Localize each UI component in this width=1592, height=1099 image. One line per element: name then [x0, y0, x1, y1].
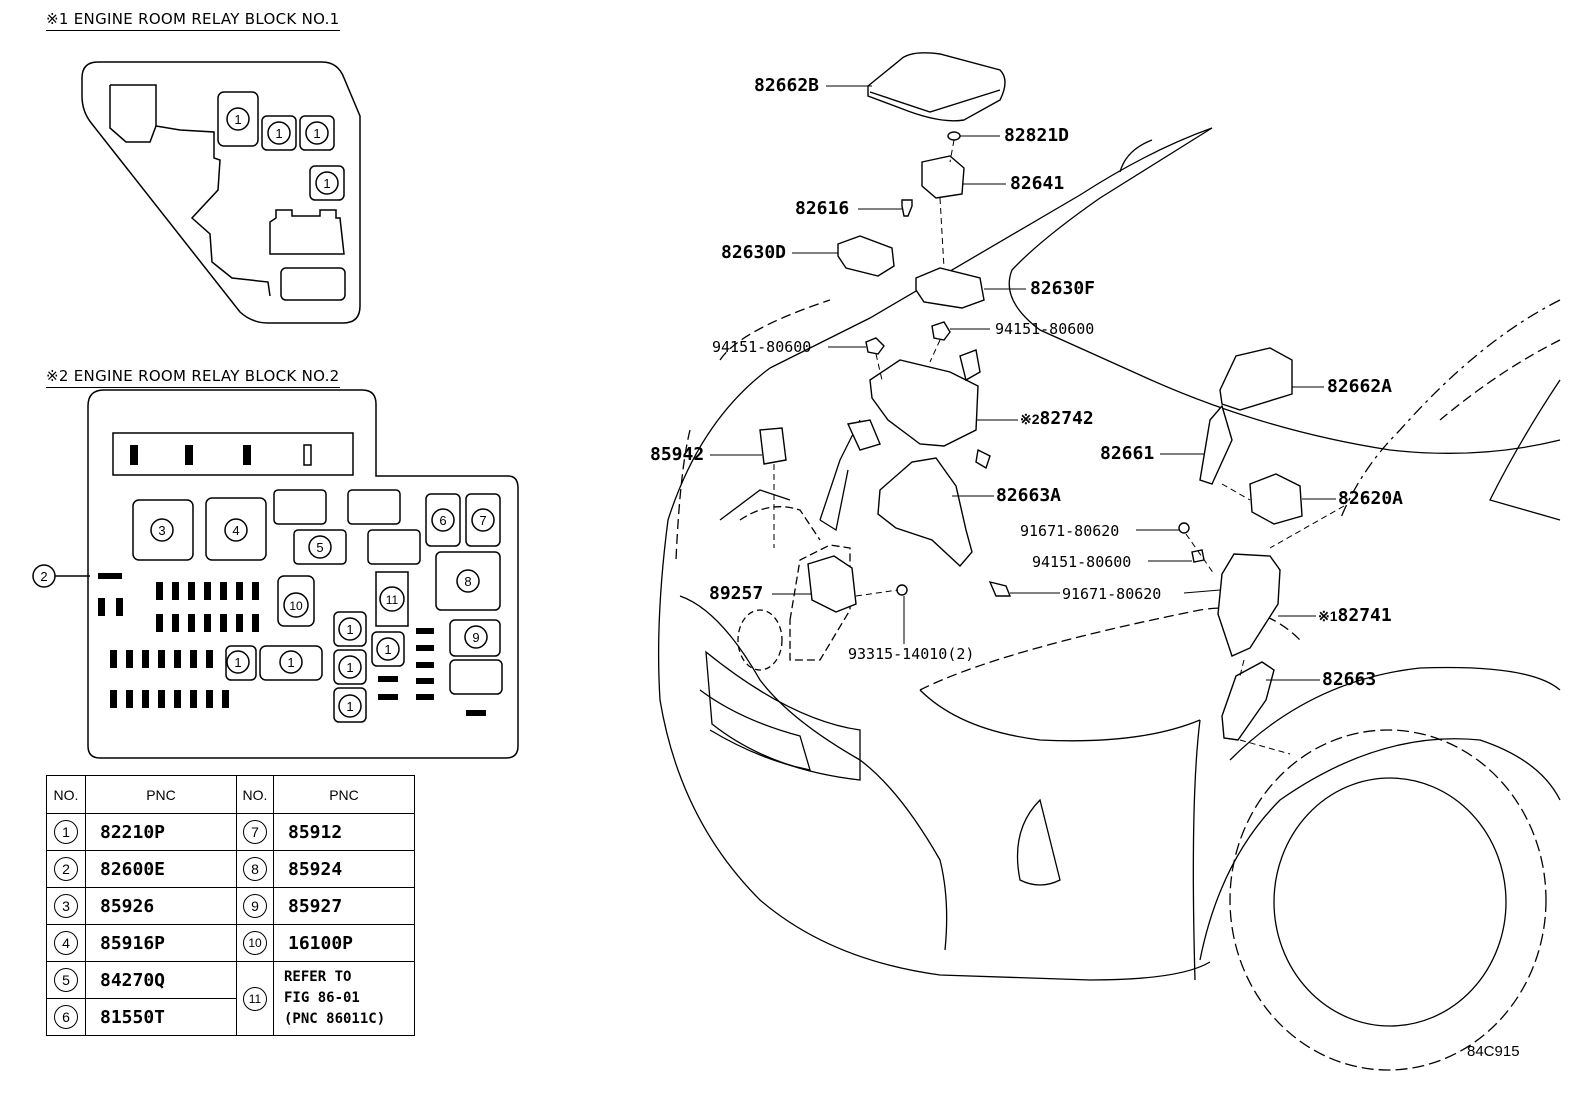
header-pnc: PNC [273, 775, 415, 814]
svg-text:1: 1 [287, 655, 294, 670]
row-pnc: 82600E [85, 850, 237, 888]
callout-85942: 85942 [650, 444, 705, 465]
callout-94151-80600-mid: 94151-80600 [1032, 553, 1132, 571]
svg-text:3: 3 [158, 523, 165, 538]
svg-text:8: 8 [464, 574, 471, 589]
header-no: NO. [46, 775, 86, 814]
header-pnc: PNC [85, 775, 237, 814]
callout-82662B: 82662B [754, 75, 820, 96]
callout-82663: 82663 [1322, 669, 1377, 690]
row-pnc: 82210P [85, 813, 237, 851]
callout-82663A: 82663A [996, 485, 1062, 506]
callout-91671-80620-bottom: 91671-80620 [1062, 585, 1162, 603]
svg-text:11: 11 [386, 593, 399, 607]
row-pnc: 85924 [273, 850, 415, 888]
row-no: 4 [54, 931, 78, 955]
relay-block-2-title: ※2 ENGINE ROOM RELAY BLOCK NO.2 [46, 367, 340, 388]
callout-82662A: 82662A [1327, 376, 1393, 397]
blk1-num: 1 [234, 112, 241, 127]
row-no: 6 [54, 1005, 78, 1029]
callout-82661: 82661 [1100, 443, 1155, 464]
pnc-table: NO. PNC NO. PNC 1 82210P 7 85912 2 82600… [46, 775, 415, 1036]
callout-94151-80600-left: 94151-80600 [712, 338, 812, 356]
callout-91671-80620-top: 91671-80620 [1020, 522, 1120, 540]
svg-text:7: 7 [479, 513, 486, 528]
callout-82630D: 82630D [721, 242, 787, 263]
svg-text:6: 6 [439, 513, 446, 528]
row-no: 7 [243, 820, 267, 844]
row-pnc: 85912 [273, 813, 415, 851]
relay-block-1-title: ※1 ENGINE ROOM RELAY BLOCK NO.1 [46, 10, 340, 31]
fuse-array-a [110, 582, 259, 708]
part-82741 [1217, 553, 1281, 657]
row-no: 1 [54, 820, 78, 844]
svg-text:4: 4 [232, 523, 239, 538]
row-pnc: 81550T [85, 998, 237, 1036]
row-no: 3 [54, 894, 78, 918]
callout-93315-14010: 93315-14010(2) [848, 645, 975, 663]
svg-text:9: 9 [472, 630, 479, 645]
row-pnc: 85927 [273, 887, 415, 925]
table-row: 1 82210P 7 85912 [46, 813, 415, 851]
svg-text:2: 2 [40, 569, 47, 584]
row-no: 11 [243, 986, 267, 1011]
callout-82641: 82641 [1010, 173, 1065, 194]
header-no: NO. [236, 775, 274, 814]
relay-block-1-outline [81, 61, 361, 324]
table-row: 4 85916P 10 16100P [46, 924, 415, 962]
callout-82821D: 82821D [1004, 125, 1070, 146]
table-row: 6 81550T [46, 998, 415, 1036]
table-row: 3 85926 9 85927 [46, 887, 415, 925]
callout-82741: ※182741 [1318, 605, 1392, 626]
svg-text:1: 1 [346, 622, 353, 637]
row-no: 8 [243, 857, 267, 881]
svg-text:10: 10 [289, 599, 303, 613]
row-pnc: 85916P [85, 924, 237, 962]
row-no: 10 [243, 931, 267, 955]
part-82742 [869, 359, 979, 447]
callout-82620A: 82620A [1338, 488, 1404, 509]
part-82662B [867, 52, 1006, 122]
svg-text:1: 1 [275, 126, 282, 141]
svg-text:1: 1 [234, 655, 241, 670]
figure-code: 84C915 [1467, 1043, 1520, 1060]
callout-82630F: 82630F [1030, 278, 1096, 299]
table-row: 2 82600E 8 85924 [46, 850, 415, 888]
table-header-row: NO. PNC NO. PNC [46, 775, 415, 814]
callout-94151-80600-top: 94151-80600 [995, 320, 1095, 338]
svg-text:1: 1 [346, 660, 353, 675]
svg-text:1: 1 [323, 176, 330, 191]
row-no: 5 [54, 968, 78, 992]
callout-89257: 89257 [709, 583, 764, 604]
svg-text:5: 5 [316, 540, 323, 555]
row-pnc: 16100P [273, 924, 415, 962]
row-no: 9 [243, 894, 267, 918]
svg-text:1: 1 [346, 699, 353, 714]
relay-block-2-outline [87, 389, 519, 759]
callout-82742: ※282742 [1020, 408, 1094, 429]
row-pnc: 85926 [85, 887, 237, 925]
callout-82616: 82616 [795, 198, 850, 219]
part-82662A [1219, 347, 1293, 411]
svg-text:1: 1 [313, 126, 320, 141]
row-pnc: 84270Q [85, 961, 237, 999]
svg-text:1: 1 [384, 642, 391, 657]
row-no: 2 [54, 857, 78, 881]
